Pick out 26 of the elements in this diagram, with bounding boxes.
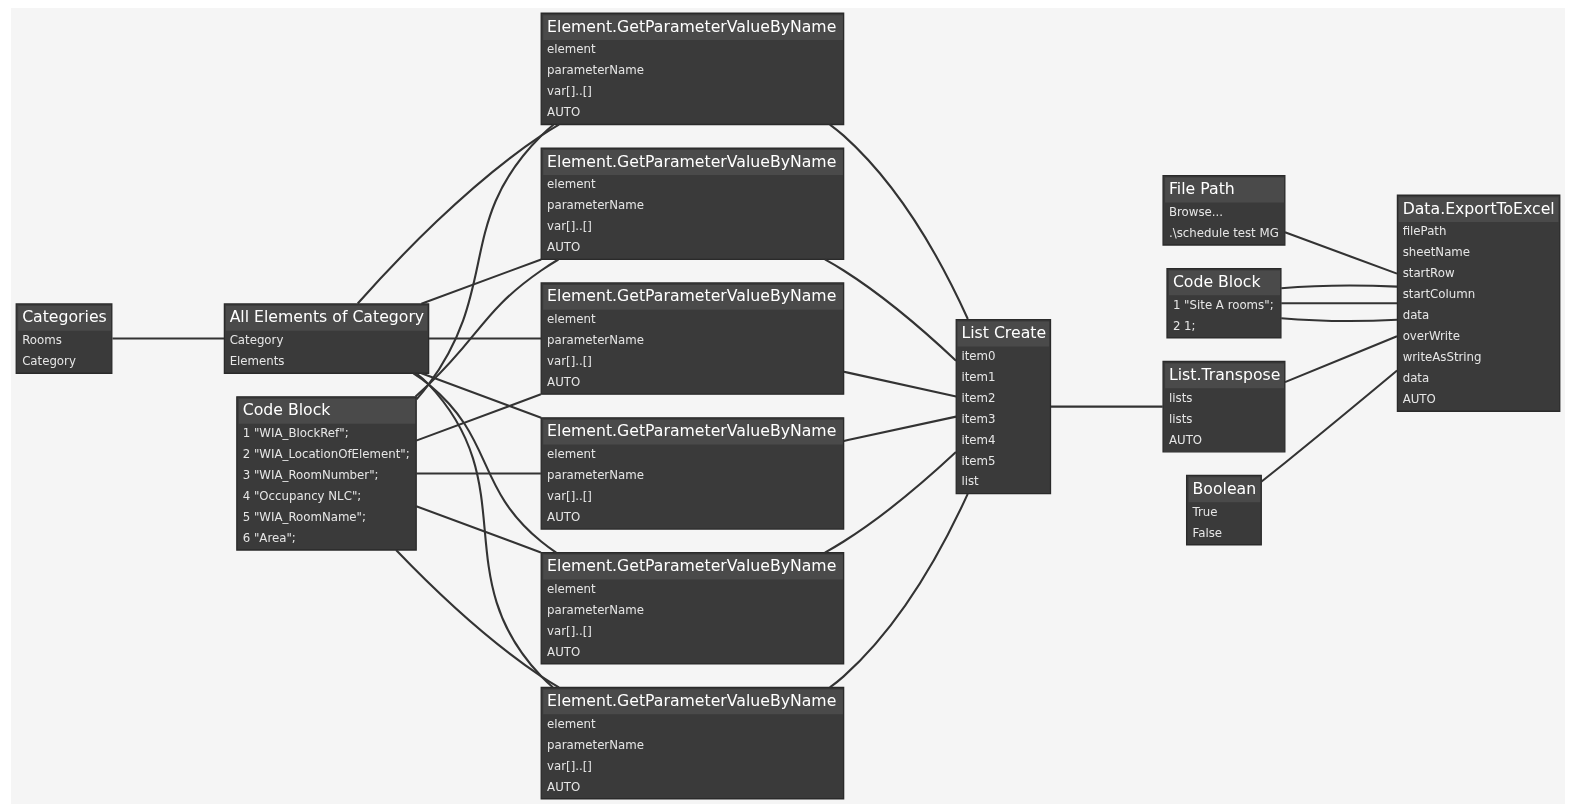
connector: [414, 258, 559, 398]
connector: [415, 372, 554, 688]
connector: [395, 549, 560, 689]
connector: [829, 123, 969, 320]
connector: [1260, 369, 1398, 483]
connector: [421, 258, 542, 305]
connector: [412, 372, 557, 554]
connector: [1284, 335, 1398, 384]
connector: [415, 124, 555, 401]
connector: [829, 493, 969, 689]
connector: [112, 337, 225, 340]
connector: [824, 258, 957, 362]
connector: [1284, 231, 1398, 275]
connector: [415, 505, 542, 554]
connector: [843, 370, 957, 398]
connector: [415, 393, 542, 442]
connector: [824, 451, 957, 554]
connector: [421, 372, 542, 419]
connector: [429, 337, 542, 340]
connector: [1281, 284, 1398, 290]
connector: [416, 472, 541, 475]
connector: [356, 123, 560, 305]
connector: [1281, 317, 1398, 322]
connector: [843, 415, 957, 442]
connector: [1050, 405, 1163, 408]
connector: [1281, 302, 1398, 305]
